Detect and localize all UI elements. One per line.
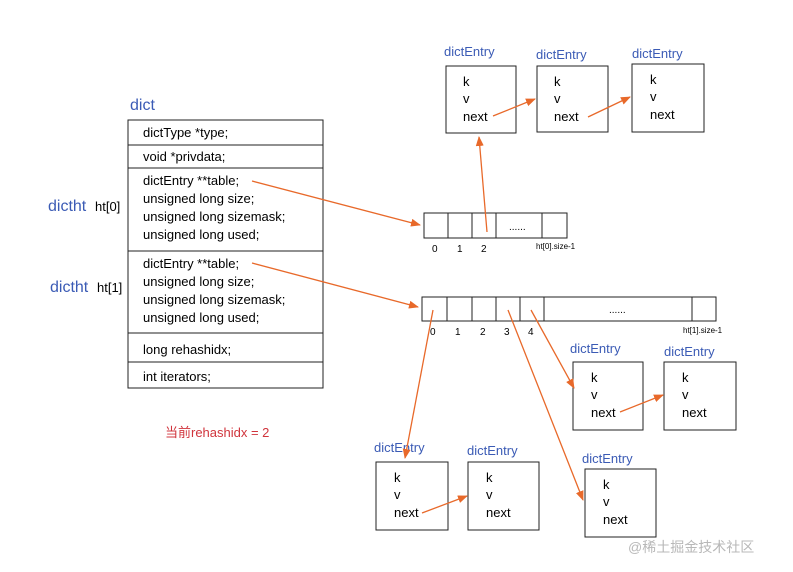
- ht0-index-1: 1: [457, 244, 463, 255]
- svg-text:next: next: [394, 505, 419, 520]
- svg-text:v: v: [463, 91, 470, 106]
- ht0-label-sub: ht[0]: [95, 199, 120, 214]
- ht1-index-2: 2: [480, 327, 486, 338]
- svg-text:dictEntry: dictEntry: [570, 341, 621, 356]
- svg-text:next: next: [650, 107, 675, 122]
- ht1-last-index: ht[1].size-1: [683, 326, 723, 335]
- ht1-label-main: dictht: [50, 279, 89, 296]
- pointer-arrows: [251, 96, 664, 514]
- dict-entry-node: dictEntry k v next: [570, 341, 644, 431]
- dict-title: dict: [130, 97, 155, 114]
- arrow-entry-next: [421, 495, 468, 514]
- ht1-field-size: unsigned long size;: [143, 274, 254, 289]
- svg-text:dictEntry: dictEntry: [467, 443, 518, 458]
- svg-text:k: k: [463, 74, 470, 89]
- dict-entry-node: dictEntry k v next: [631, 46, 705, 133]
- dict-privdata-field: void *privdata;: [143, 149, 225, 164]
- rehashidx-note: 当前rehashidx = 2: [165, 425, 269, 440]
- svg-text:next: next: [463, 109, 488, 124]
- svg-text:v: v: [554, 91, 561, 106]
- dict-struct-box: [127, 119, 324, 389]
- ht0-field-size: unsigned long size;: [143, 191, 254, 206]
- dict-type-field: dictType *type;: [143, 125, 228, 140]
- ht1-field-used: unsigned long used;: [143, 310, 259, 325]
- svg-text:dictEntry: dictEntry: [582, 451, 633, 466]
- svg-text:dictEntry: dictEntry: [632, 46, 683, 61]
- ht1-field-table: dictEntry **table;: [143, 256, 239, 271]
- arrow-ht0-bucket2: [475, 136, 488, 233]
- arrow-entry-next: [492, 98, 536, 117]
- svg-text:next: next: [603, 512, 628, 527]
- arrow-entry-next: [587, 96, 631, 118]
- ht0-index-0: 0: [432, 244, 438, 255]
- arrow-ht1-table: [251, 262, 419, 309]
- svg-text:k: k: [486, 470, 493, 485]
- dict-entry-node: dictEntry k v next: [444, 44, 517, 134]
- svg-text:next: next: [554, 109, 579, 124]
- svg-text:k: k: [603, 477, 610, 492]
- svg-text:k: k: [682, 370, 689, 385]
- ht1-index-1: 1: [455, 327, 461, 338]
- svg-text:next: next: [591, 405, 616, 420]
- svg-text:dictEntry: dictEntry: [536, 47, 587, 62]
- svg-text:v: v: [394, 487, 401, 502]
- ht1-index-0: 0: [430, 327, 436, 338]
- svg-text:v: v: [603, 494, 610, 509]
- svg-text:k: k: [591, 370, 598, 385]
- dict-entry-node: dictEntry k v next: [374, 440, 449, 531]
- svg-text:dictEntry: dictEntry: [444, 44, 495, 59]
- dict-entry-node: dictEntry k v next: [663, 344, 737, 431]
- svg-text:next: next: [486, 505, 511, 520]
- ht0-last-index: ht[0].size-1: [536, 242, 576, 251]
- ht0-field-sizemask: unsigned long sizemask;: [143, 209, 285, 224]
- ht1-table-array: [421, 296, 717, 322]
- ht1-ellipsis: ......: [609, 305, 626, 316]
- ht0-field-used: unsigned long used;: [143, 227, 259, 242]
- svg-text:v: v: [650, 89, 657, 104]
- arrow-ht1-bucket0: [402, 309, 434, 459]
- dict-entry-node: dictEntry k v next: [467, 443, 540, 531]
- arrow-ht0-table: [251, 180, 421, 227]
- arrow-ht1-bucket3: [507, 309, 584, 501]
- svg-text:k: k: [650, 72, 657, 87]
- svg-text:k: k: [394, 470, 401, 485]
- svg-text:k: k: [554, 74, 561, 89]
- svg-text:v: v: [682, 387, 689, 402]
- dict-entry-node: dictEntry k v next: [536, 47, 609, 133]
- dict-rehashidx-field: long rehashidx;: [143, 342, 231, 357]
- dict-entry-node: dictEntry k v next: [582, 451, 657, 538]
- ht1-field-sizemask: unsigned long sizemask;: [143, 292, 285, 307]
- watermark: @稀土掘金技术社区: [628, 539, 754, 555]
- svg-text:dictEntry: dictEntry: [664, 344, 715, 359]
- svg-text:v: v: [486, 487, 493, 502]
- dict-iterators-field: int iterators;: [143, 369, 211, 384]
- ht1-index-4: 4: [528, 327, 534, 338]
- arrow-ht1-bucket4: [530, 309, 575, 389]
- ht0-table-array: [423, 212, 568, 239]
- ht0-index-2: 2: [481, 244, 487, 255]
- arrow-entry-next: [619, 394, 664, 413]
- ht0-field-table: dictEntry **table;: [143, 173, 239, 188]
- ht0-label-main: dictht: [48, 198, 87, 215]
- ht1-label-sub: ht[1]: [97, 280, 122, 295]
- svg-text:v: v: [591, 387, 598, 402]
- svg-text:next: next: [682, 405, 707, 420]
- svg-text:dictEntry: dictEntry: [374, 440, 425, 455]
- ht1-index-3: 3: [504, 327, 510, 338]
- ht0-ellipsis: ......: [509, 222, 526, 233]
